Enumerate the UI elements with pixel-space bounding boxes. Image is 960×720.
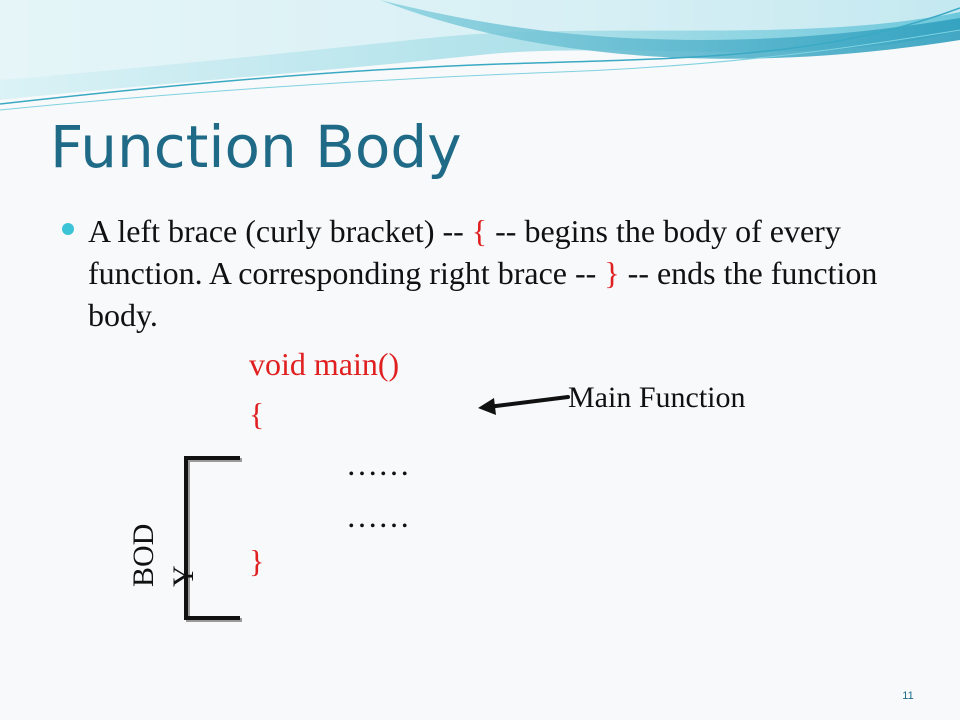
- slide-title: Function Body: [50, 113, 462, 181]
- code-open-brace: {: [249, 396, 265, 432]
- bullet-text-part1: A left brace (curly bracket) --: [88, 213, 472, 249]
- code-body-line-1: ……: [346, 446, 410, 482]
- bullet-text: A left brace (curly bracket) -- { -- beg…: [88, 210, 888, 336]
- bullet-text-part3: -- ends the function body.: [88, 255, 878, 333]
- left-brace-symbol: {: [471, 213, 488, 249]
- code-signature: void main(): [249, 346, 400, 382]
- bullet-dot-icon: [62, 223, 74, 235]
- left-arrow-icon: [478, 395, 570, 415]
- right-brace-symbol: }: [604, 255, 620, 291]
- code-body-line-2: ……: [346, 498, 410, 534]
- body-bracket-icon: [184, 456, 242, 622]
- header-wave-decoration: [0, 0, 960, 111]
- bullet-text-part2: -- begins the body of every function. A …: [88, 213, 841, 291]
- body-label-line-1: BOD: [127, 523, 160, 587]
- page-number: 11: [902, 690, 914, 702]
- main-function-label: Main Function: [568, 381, 746, 414]
- code-close-brace: }: [249, 543, 265, 579]
- body-label: BOD Y: [124, 487, 204, 587]
- body-label-line-2: Y: [167, 565, 200, 587]
